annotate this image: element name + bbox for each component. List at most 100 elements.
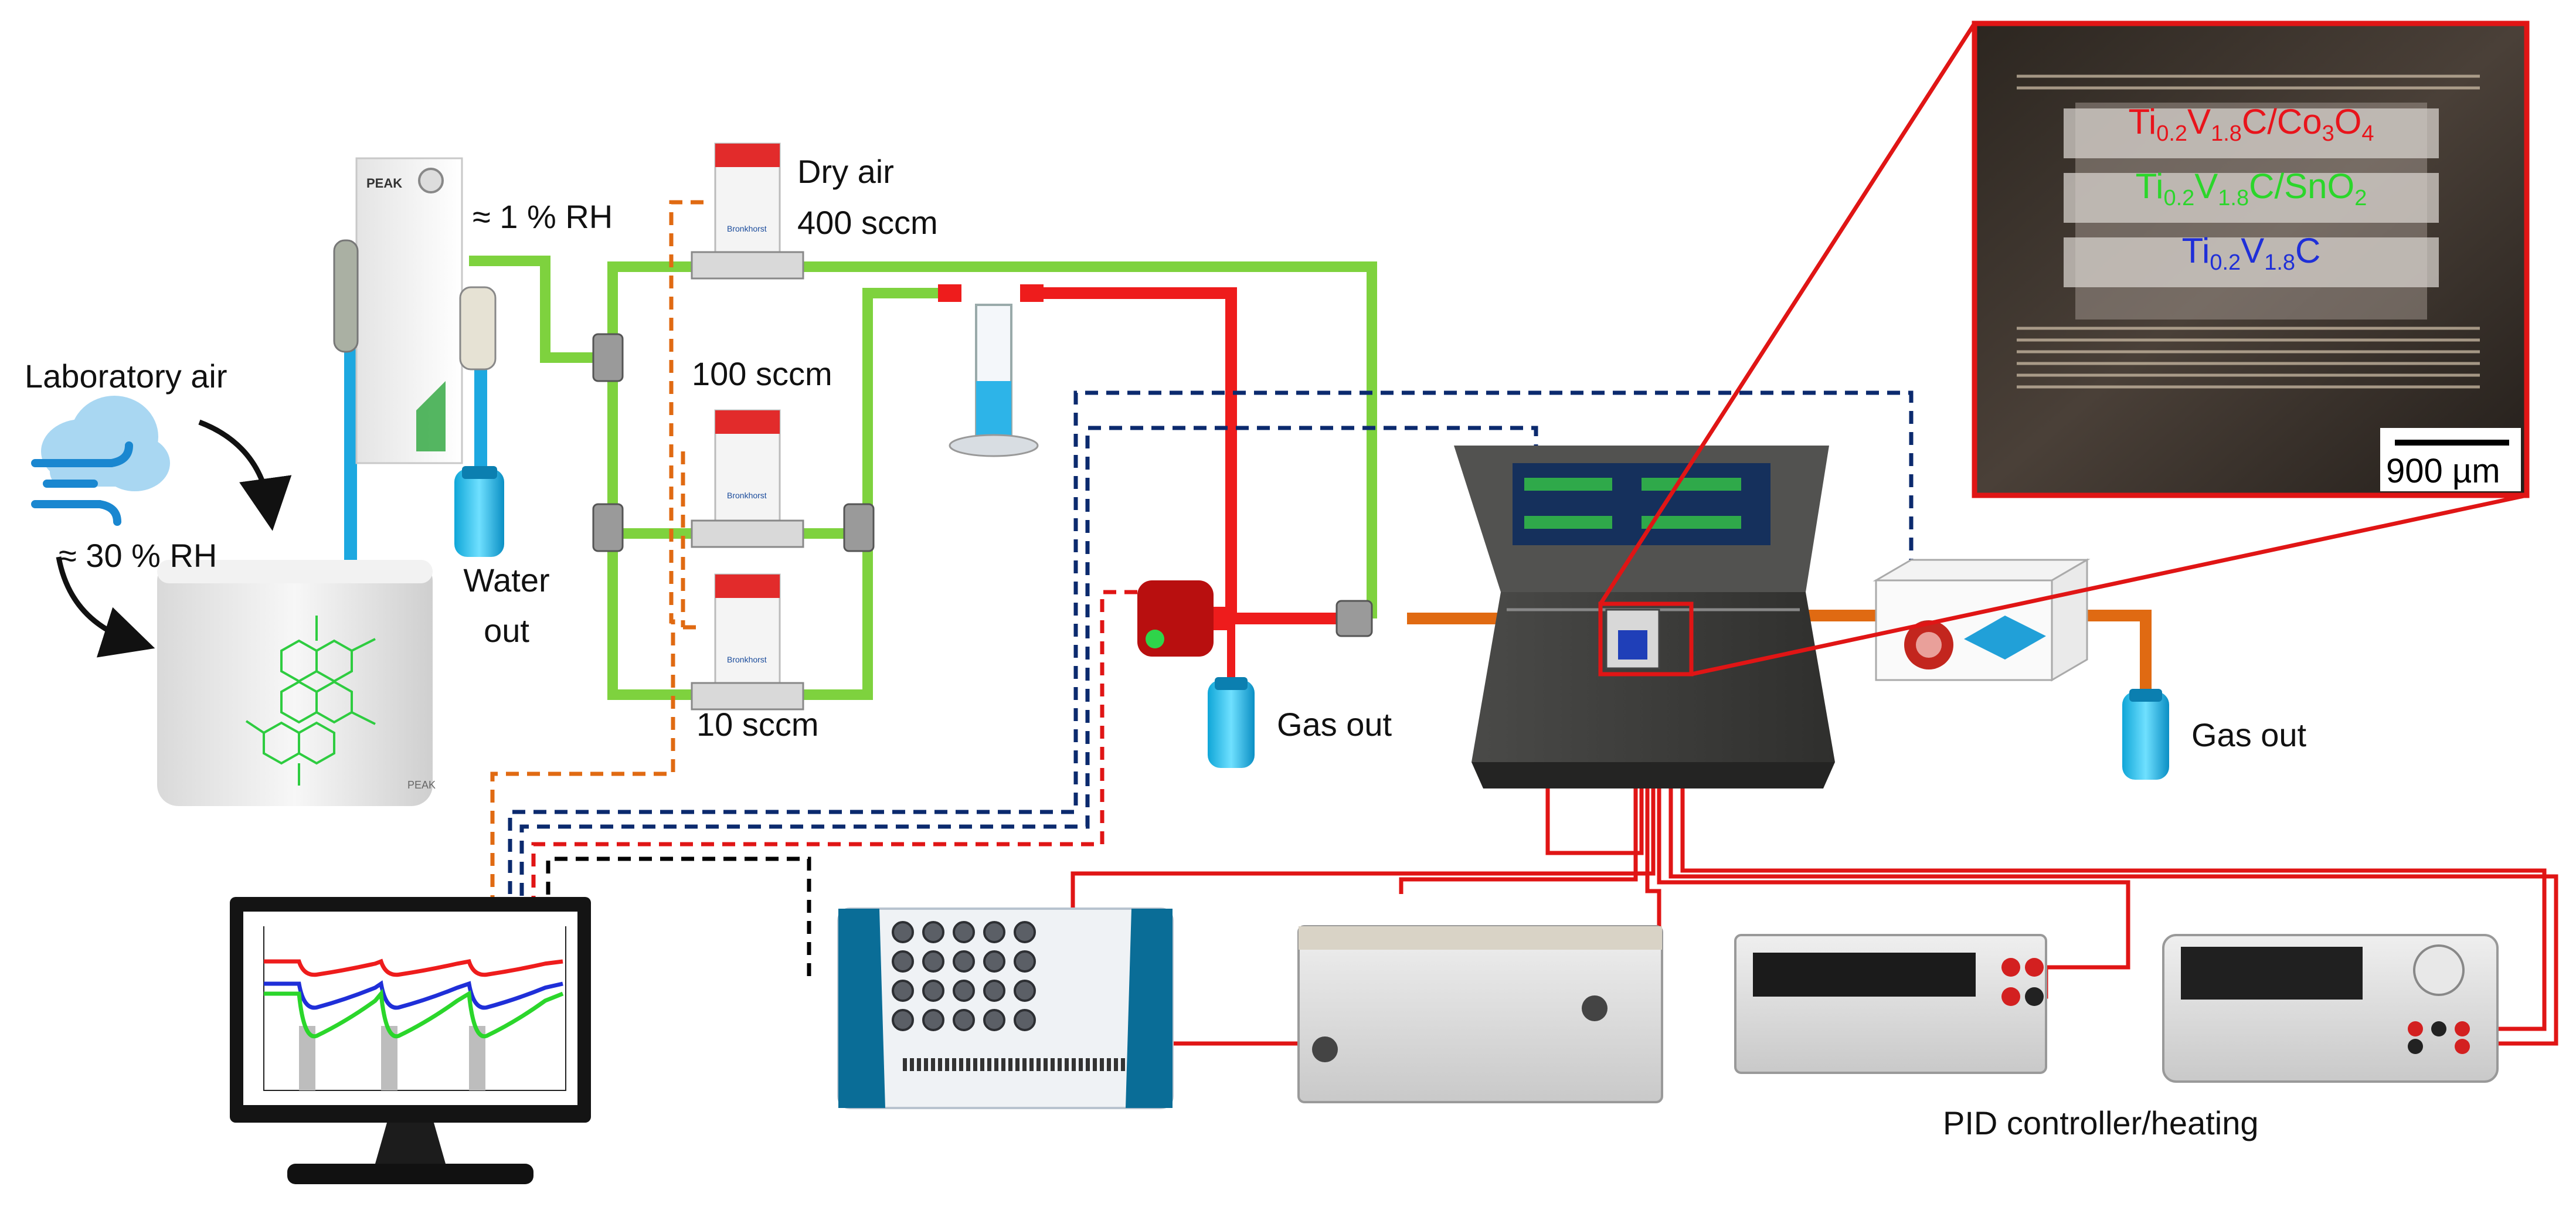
arrow-humid [56,556,155,658]
daq-bnc-port [922,980,944,1002]
daq-bnc-port [1014,950,1036,973]
daq-terminal [994,1058,998,1071]
daq-terminal [910,1058,914,1071]
daq-terminal [1093,1058,1097,1071]
mfc-10: Bronkhorst [691,573,804,711]
daq-terminal [973,1058,977,1071]
humidifier-heater [1137,580,1231,657]
lcr-meter [1734,934,2047,1074]
label-gas-out-left: Gas out [1277,706,1392,743]
daq-terminal [1015,1058,1019,1071]
daq-terminal [1086,1058,1090,1071]
peak-generator: PEAK [157,560,436,806]
daq-terminal [1072,1058,1076,1071]
daq-bnc-port [922,1009,944,1031]
daq-terminal [952,1058,956,1071]
daq-terminal [980,1058,984,1071]
micrograph-panel [1972,21,2530,498]
bubbler [938,284,1044,457]
daq-terminal [1044,1058,1048,1071]
label-flow-10: 10 sccm [696,706,819,743]
svg-text:Bronkhorst: Bronkhorst [727,224,767,233]
daq-terminal [1114,1058,1118,1071]
water-out-bottle [454,466,504,557]
chart-axes [263,926,566,1091]
daq-terminal [924,1058,928,1071]
daq-terminal [1065,1058,1069,1071]
daq-bnc-port [892,1009,914,1031]
daq-bnc-port [983,950,1005,973]
test-chamber [1454,446,1835,788]
daq-bnc-port [983,980,1005,1002]
daq-bnc-port [922,921,944,943]
daq-terminal [1051,1058,1055,1071]
arrow-lab-air [198,419,292,531]
daq-terminal [966,1058,970,1071]
svg-text:Bronkhorst: Bronkhorst [727,491,767,500]
power-supply [2162,934,2499,1083]
daq-bnc-port [892,950,914,973]
micrograph-layer-label: Ti0.2V1.8C/Co3O4 [2128,102,2374,146]
daq-terminal [945,1058,949,1071]
daq-terminal [1100,1058,1104,1071]
daq-terminal [987,1058,991,1071]
chart-curve-green [264,988,564,1039]
label-scale-bar: 900 µm [2386,452,2500,490]
label-gas-out-right: Gas out [2191,716,2307,753]
daq-bnc-port [892,980,914,1002]
daq-terminal [1036,1058,1041,1071]
daq-terminal [917,1058,921,1071]
micrograph-layer-label: Ti0.2V1.8C/SnO2 [2135,166,2367,210]
chart-curve-red [264,959,563,977]
daq-terminal [938,1058,942,1071]
mfc-400: Bronkhorst [691,142,804,280]
tee-fittings [592,333,1373,637]
daq-terminal [1022,1058,1027,1071]
label-rh-30: ≈ 30 % RH [59,537,218,574]
daq-bnc-port [953,921,975,943]
daq-bnc-port [922,950,944,973]
micrograph-layer-label: Ti0.2V1.8C [2181,231,2321,275]
lockin-amplifier [1297,925,1663,1103]
daq-terminal [1058,1058,1062,1071]
daq-bnc-port [983,921,1005,943]
daq-bnc-port [953,980,975,1002]
gas-lines [344,256,2152,700]
daq-terminal [1001,1058,1005,1071]
daq-bnc-port [1014,921,1036,943]
label-water-out: out [484,612,529,649]
label-flow-100: 100 sccm [692,355,832,392]
signal-lines [490,200,1914,976]
generator-brand: PEAK [407,779,436,791]
dryer-brand: PEAK [366,176,402,191]
daq-terminal [1121,1058,1125,1071]
daq-bnc-port [892,921,914,943]
lab-air-icon [31,396,170,526]
daq-terminal [959,1058,963,1071]
daq-bnc-port [953,1009,975,1031]
label-laboratory-air: Laboratory air [25,358,227,395]
gas-out-bottle-right [2122,689,2169,780]
daq-bnc-port [1014,980,1036,1002]
label-dry-air: Dry air [797,153,894,190]
svg-text:Bronkhorst: Bronkhorst [727,655,767,664]
daq-terminal [1008,1058,1012,1071]
label-rh-1: ≈ 1 % RH [473,198,613,235]
gas-out-bottle-left [1208,677,1255,768]
zoom-lines [1598,22,2527,677]
peak-dryer: PEAK [333,157,497,464]
chart-curve-blue [264,980,563,1010]
daq-terminal [1029,1058,1034,1071]
daq-terminal [903,1058,907,1071]
monitor-chart [263,926,566,1091]
daq-bnc-port [983,1009,1005,1031]
daq-ports [892,921,1125,1071]
label-pid-controller: PID controller/heating [1943,1104,2259,1141]
mfc-100: Bronkhorst [691,409,804,548]
daq-terminal [1079,1058,1083,1071]
label-dry-air-flow: 400 sccm [797,204,938,241]
label-water: Water [463,562,550,599]
daq-bnc-port [953,950,975,973]
